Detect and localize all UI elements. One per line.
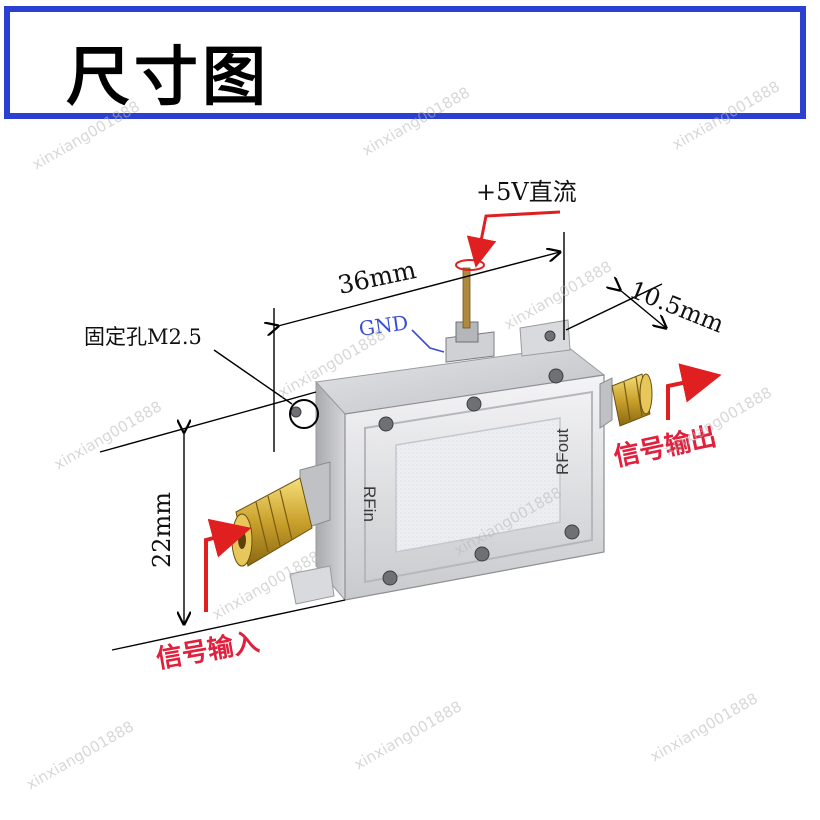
page-title: 尺寸图 xyxy=(66,41,270,115)
rf-in-port-label: RFin xyxy=(360,486,379,522)
signal-input-label: 信号输入 xyxy=(154,626,262,675)
dc-feedthrough-pin xyxy=(445,267,495,363)
signal-input-arrow xyxy=(204,518,252,612)
amplifier-module: RFin RFout xyxy=(231,267,653,605)
dimension-lines xyxy=(99,232,666,651)
watermark: xinxiang001888 xyxy=(351,697,465,773)
mount-hole-label: 固定孔M2.5 xyxy=(84,325,202,349)
depth-dimension-label: 10.5mm xyxy=(626,276,728,339)
watermark: xinxiang001888 xyxy=(29,97,143,173)
height-dimension-label: 22mm xyxy=(148,492,176,568)
watermark: xinxiang001888 xyxy=(51,397,165,473)
sma-connector-output xyxy=(599,373,653,429)
screw xyxy=(290,330,580,586)
watermark: xinxiang001888 xyxy=(23,717,137,793)
rf-out-port-label: RFout xyxy=(553,428,572,475)
length-dimension-label: 36mm xyxy=(335,255,419,300)
gnd-leader xyxy=(411,329,445,353)
power-input-arrow xyxy=(455,210,561,271)
watermark: xinxiang001888 xyxy=(669,77,783,153)
title-frame: 尺寸图 xyxy=(4,6,806,119)
power-label: +5V直流 xyxy=(476,178,577,206)
watermark: xinxiang001888 xyxy=(359,83,473,159)
watermark: xinxiang001888 xyxy=(647,689,761,765)
signal-output-arrow xyxy=(666,363,722,420)
